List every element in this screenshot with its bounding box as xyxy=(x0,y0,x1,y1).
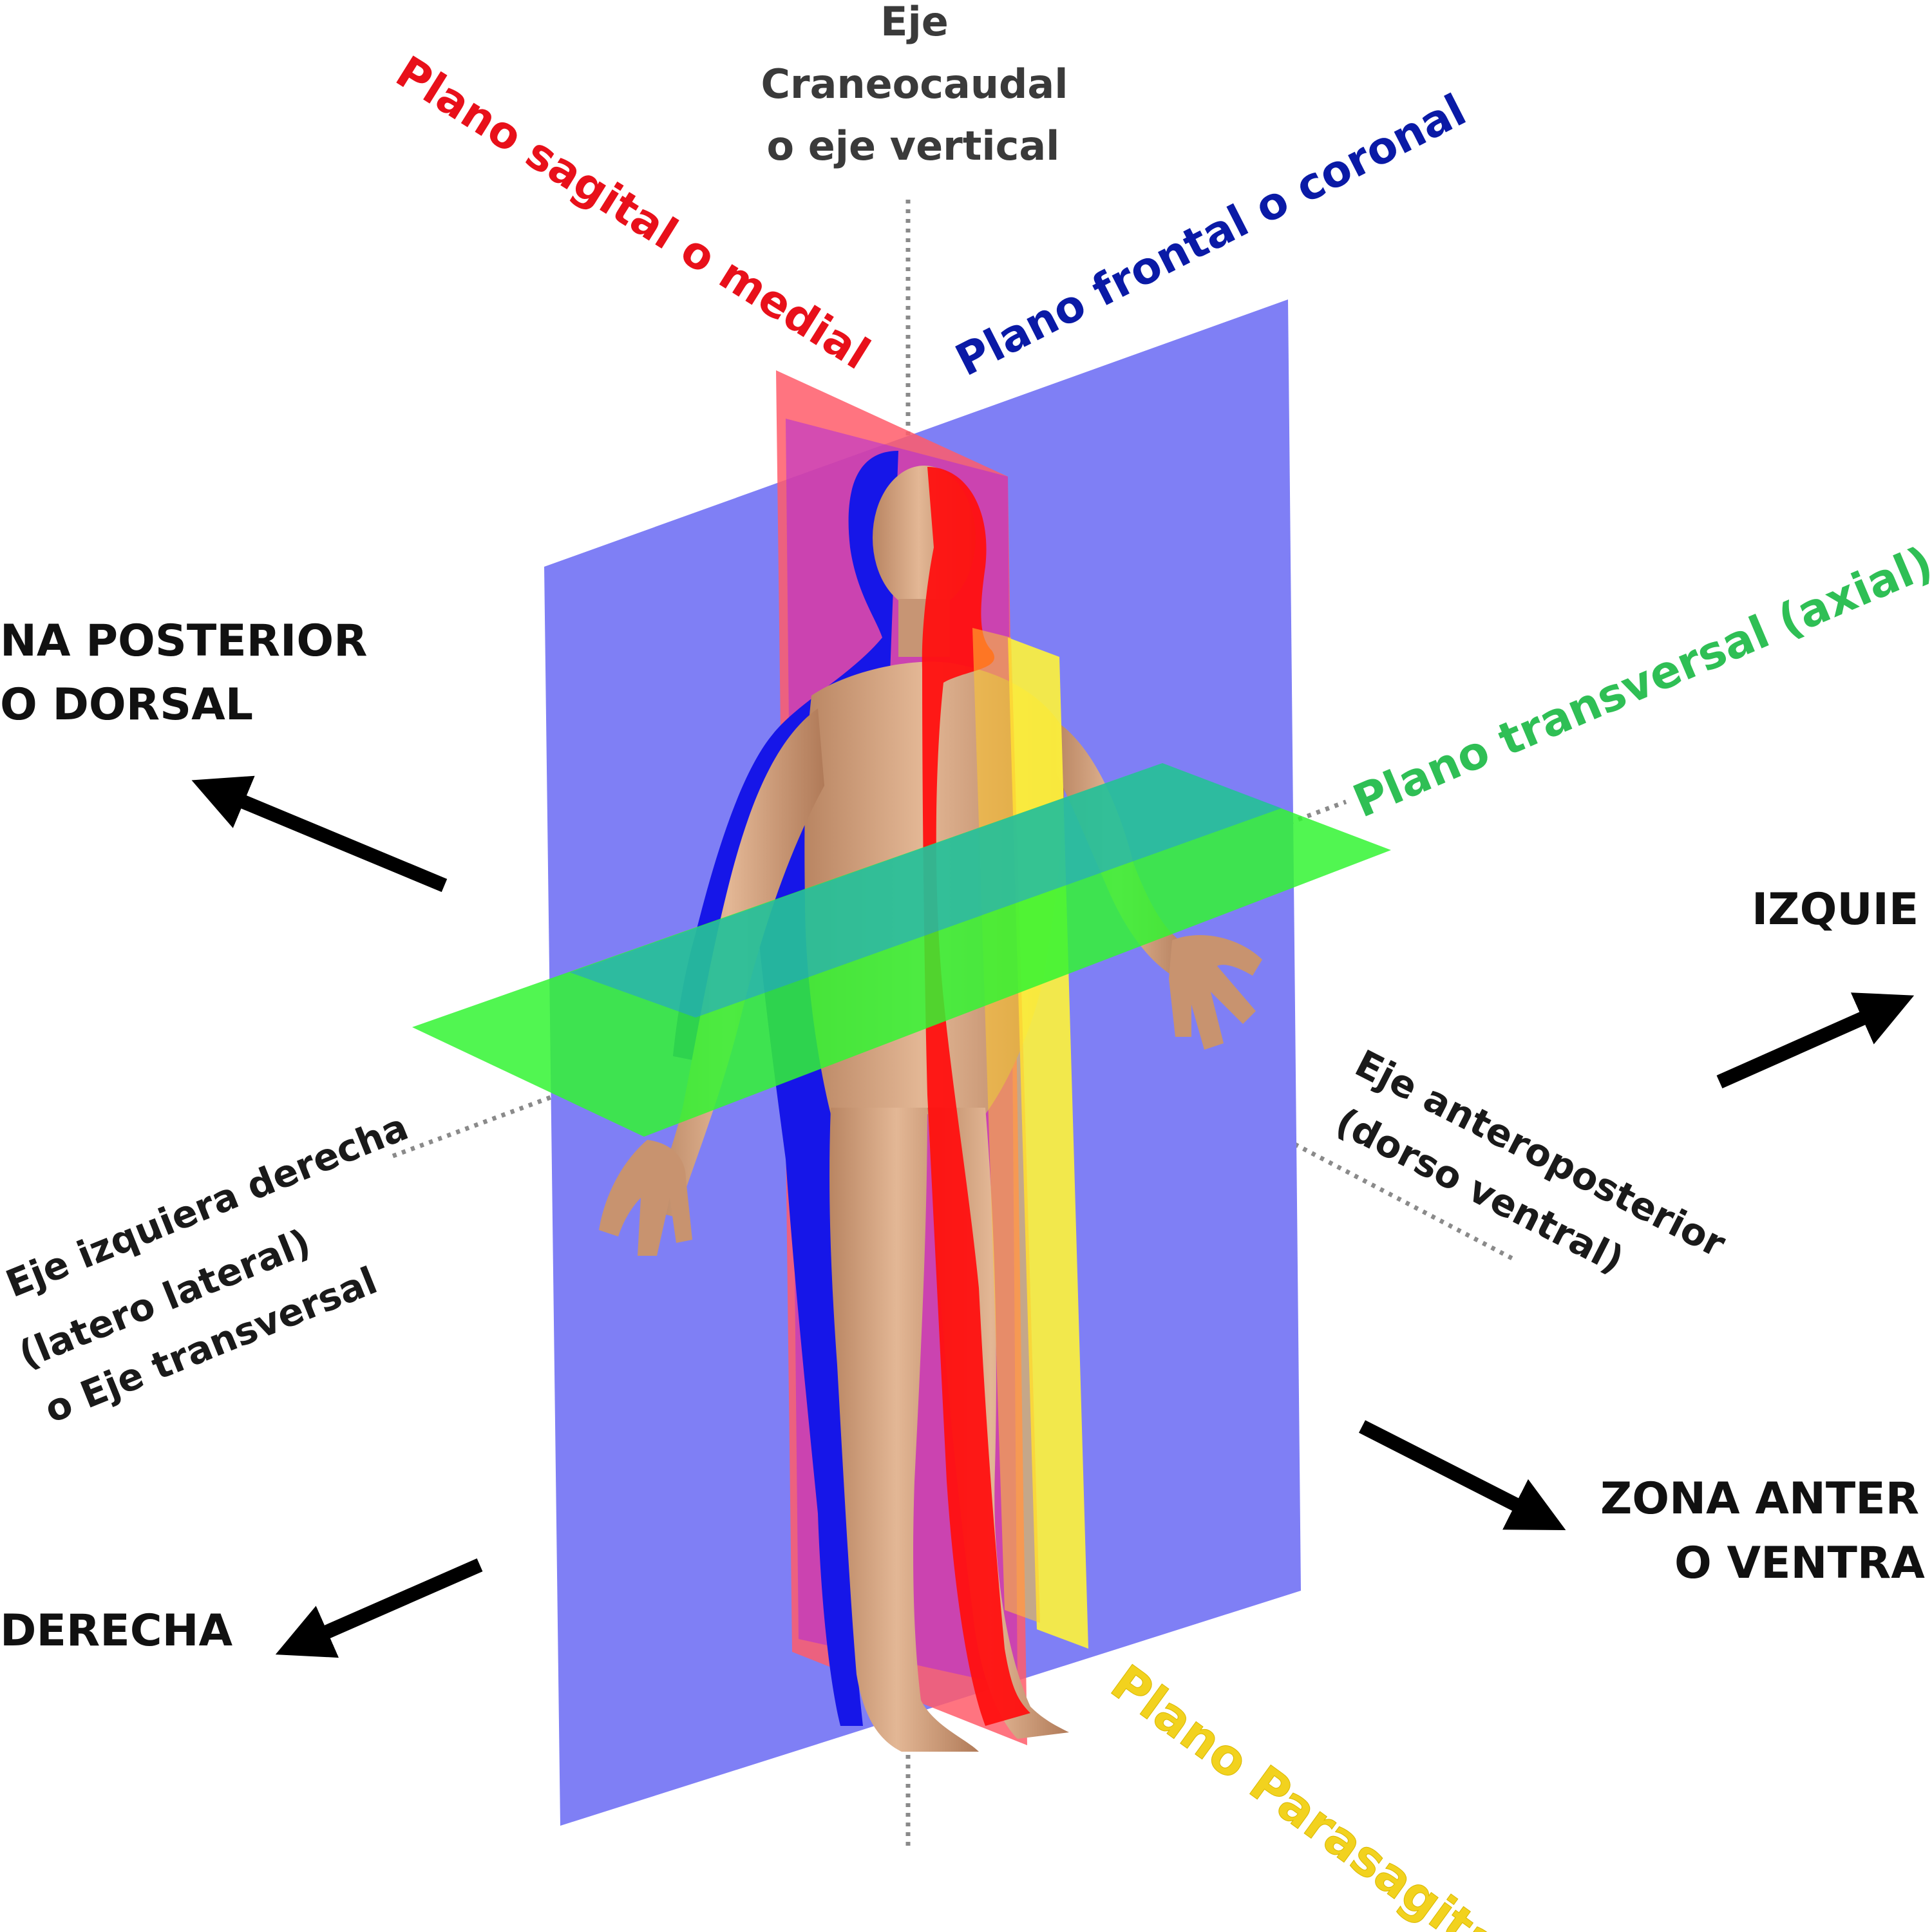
sagittal-section xyxy=(922,467,1030,1726)
left-label: IZQUIE xyxy=(1752,884,1918,935)
vertical-axis-label-2: Craneocaudal xyxy=(761,61,1068,108)
posterior-label-2: O DORSAL xyxy=(0,679,253,730)
posterior-label-1: NA POSTERIOR xyxy=(0,616,368,667)
arrow-right xyxy=(275,1558,483,1658)
right-label: DERECHA xyxy=(0,1605,233,1656)
figure-hand-left xyxy=(1169,934,1262,1050)
vertical-axis-label-3: o eje vertical xyxy=(767,122,1060,169)
vertical-axis-label-1: Eje xyxy=(880,0,949,45)
figure-leg-right xyxy=(829,1108,979,1752)
arrow-anterior xyxy=(1359,1420,1566,1530)
arrow-left xyxy=(1716,992,1915,1089)
arrow-posterior xyxy=(191,775,448,893)
transverse-plane-label: Plano transversal (axial) xyxy=(1346,536,1932,828)
figure-hand-right xyxy=(599,1140,692,1256)
anterior-label-1: ZONA ANTER xyxy=(1600,1473,1919,1524)
anterior-label-2: O VENTRA xyxy=(1674,1538,1925,1589)
parasagittal-plane-label: Plano Parasagital xyxy=(1101,1654,1525,1932)
transverse-plane-behind xyxy=(570,763,1282,1018)
